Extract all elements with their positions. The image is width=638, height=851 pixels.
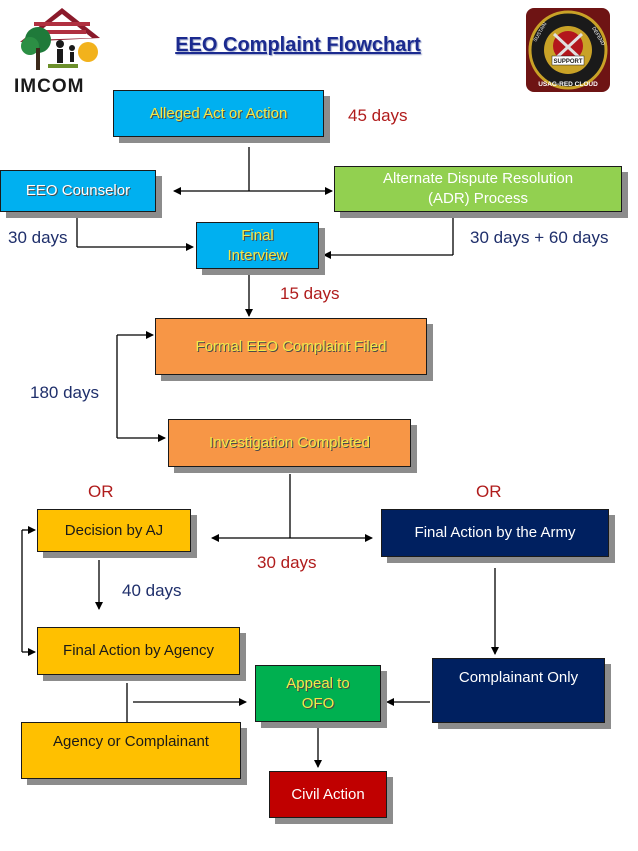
- alleged-act-box: Alleged Act or Action: [113, 90, 324, 137]
- final-action-agency-label: Final Action by Agency: [63, 642, 214, 659]
- svg-text:USAG-RED CLOUD: USAG-RED CLOUD: [538, 81, 598, 88]
- svg-text:SUPPORT: SUPPORT: [553, 59, 582, 65]
- appeal-line1: Appeal to: [286, 674, 350, 692]
- investigation-box: Investigation Completed: [168, 419, 411, 467]
- label-15-days: 15 days: [280, 284, 340, 303]
- eeo-counselor-box: EEO Counselor: [0, 170, 156, 212]
- agency-or-complainant-label: Agency or Complainant: [53, 733, 209, 750]
- decision-aj-label: Decision by AJ: [64, 521, 164, 539]
- label-180-days: 180 days: [30, 383, 99, 402]
- final-action-army-box: Final Action by the Army: [381, 509, 609, 557]
- investigation-label: Investigation Completed: [209, 434, 370, 451]
- formal-complaint-label: Formal EEO Complaint Filed: [195, 337, 387, 355]
- final-interview-box: Final Interview: [196, 222, 319, 269]
- alleged-act-label: Alleged Act or Action: [149, 104, 288, 122]
- adr-label-line1: Alternate Dispute Resolution: [382, 170, 574, 187]
- final-interview-line1: Final: [241, 226, 274, 244]
- sun-icon: [78, 42, 98, 62]
- adr-label-line2: (ADR) Process: [427, 190, 528, 207]
- imcom-logo-text: IMCOM: [14, 76, 85, 97]
- unit-seal: SUPPORT USAG-RED CLOUD SUSTAIN DEFEND: [522, 6, 614, 94]
- agency-or-complainant-box: Agency or Complainant: [21, 722, 241, 779]
- appeal-ofo-box: Appeal to OFO: [255, 665, 381, 722]
- crossed-swords-icon: [552, 32, 584, 62]
- label-45-days: 45 days: [348, 106, 408, 125]
- formal-complaint-box: Formal EEO Complaint Filed: [155, 318, 427, 375]
- label-30-plus-60-days: 30 days + 60 days: [470, 228, 609, 247]
- adr-box: Alternate Dispute Resolution (ADR) Proce…: [334, 166, 622, 212]
- imcom-logo: [12, 4, 102, 76]
- label-30-days-left: 30 days: [8, 228, 68, 247]
- complainant-only-label: Complainant Only: [458, 669, 579, 686]
- final-action-agency-box: Final Action by Agency: [37, 627, 240, 675]
- decision-aj-box: Decision by AJ: [37, 509, 191, 552]
- appeal-line2: OFO: [301, 694, 335, 712]
- complainant-only-box: Complainant Only: [432, 658, 605, 723]
- final-action-army-label: Final Action by the Army: [414, 524, 576, 541]
- eeo-counselor-label: EEO Counselor: [25, 182, 131, 199]
- tree-icon: [21, 27, 51, 70]
- label-or-right: OR: [476, 482, 502, 501]
- civil-action-label: Civil Action: [291, 785, 365, 803]
- label-40-days: 40 days: [122, 581, 182, 600]
- civil-action-box: Civil Action: [269, 771, 387, 818]
- family-icon: [56, 40, 75, 63]
- label-or-left: OR: [88, 482, 114, 501]
- label-30-days-mid: 30 days: [257, 553, 317, 572]
- page-title: EEO Complaint Flowchart: [175, 34, 421, 56]
- final-interview-line2: Interview: [227, 246, 288, 264]
